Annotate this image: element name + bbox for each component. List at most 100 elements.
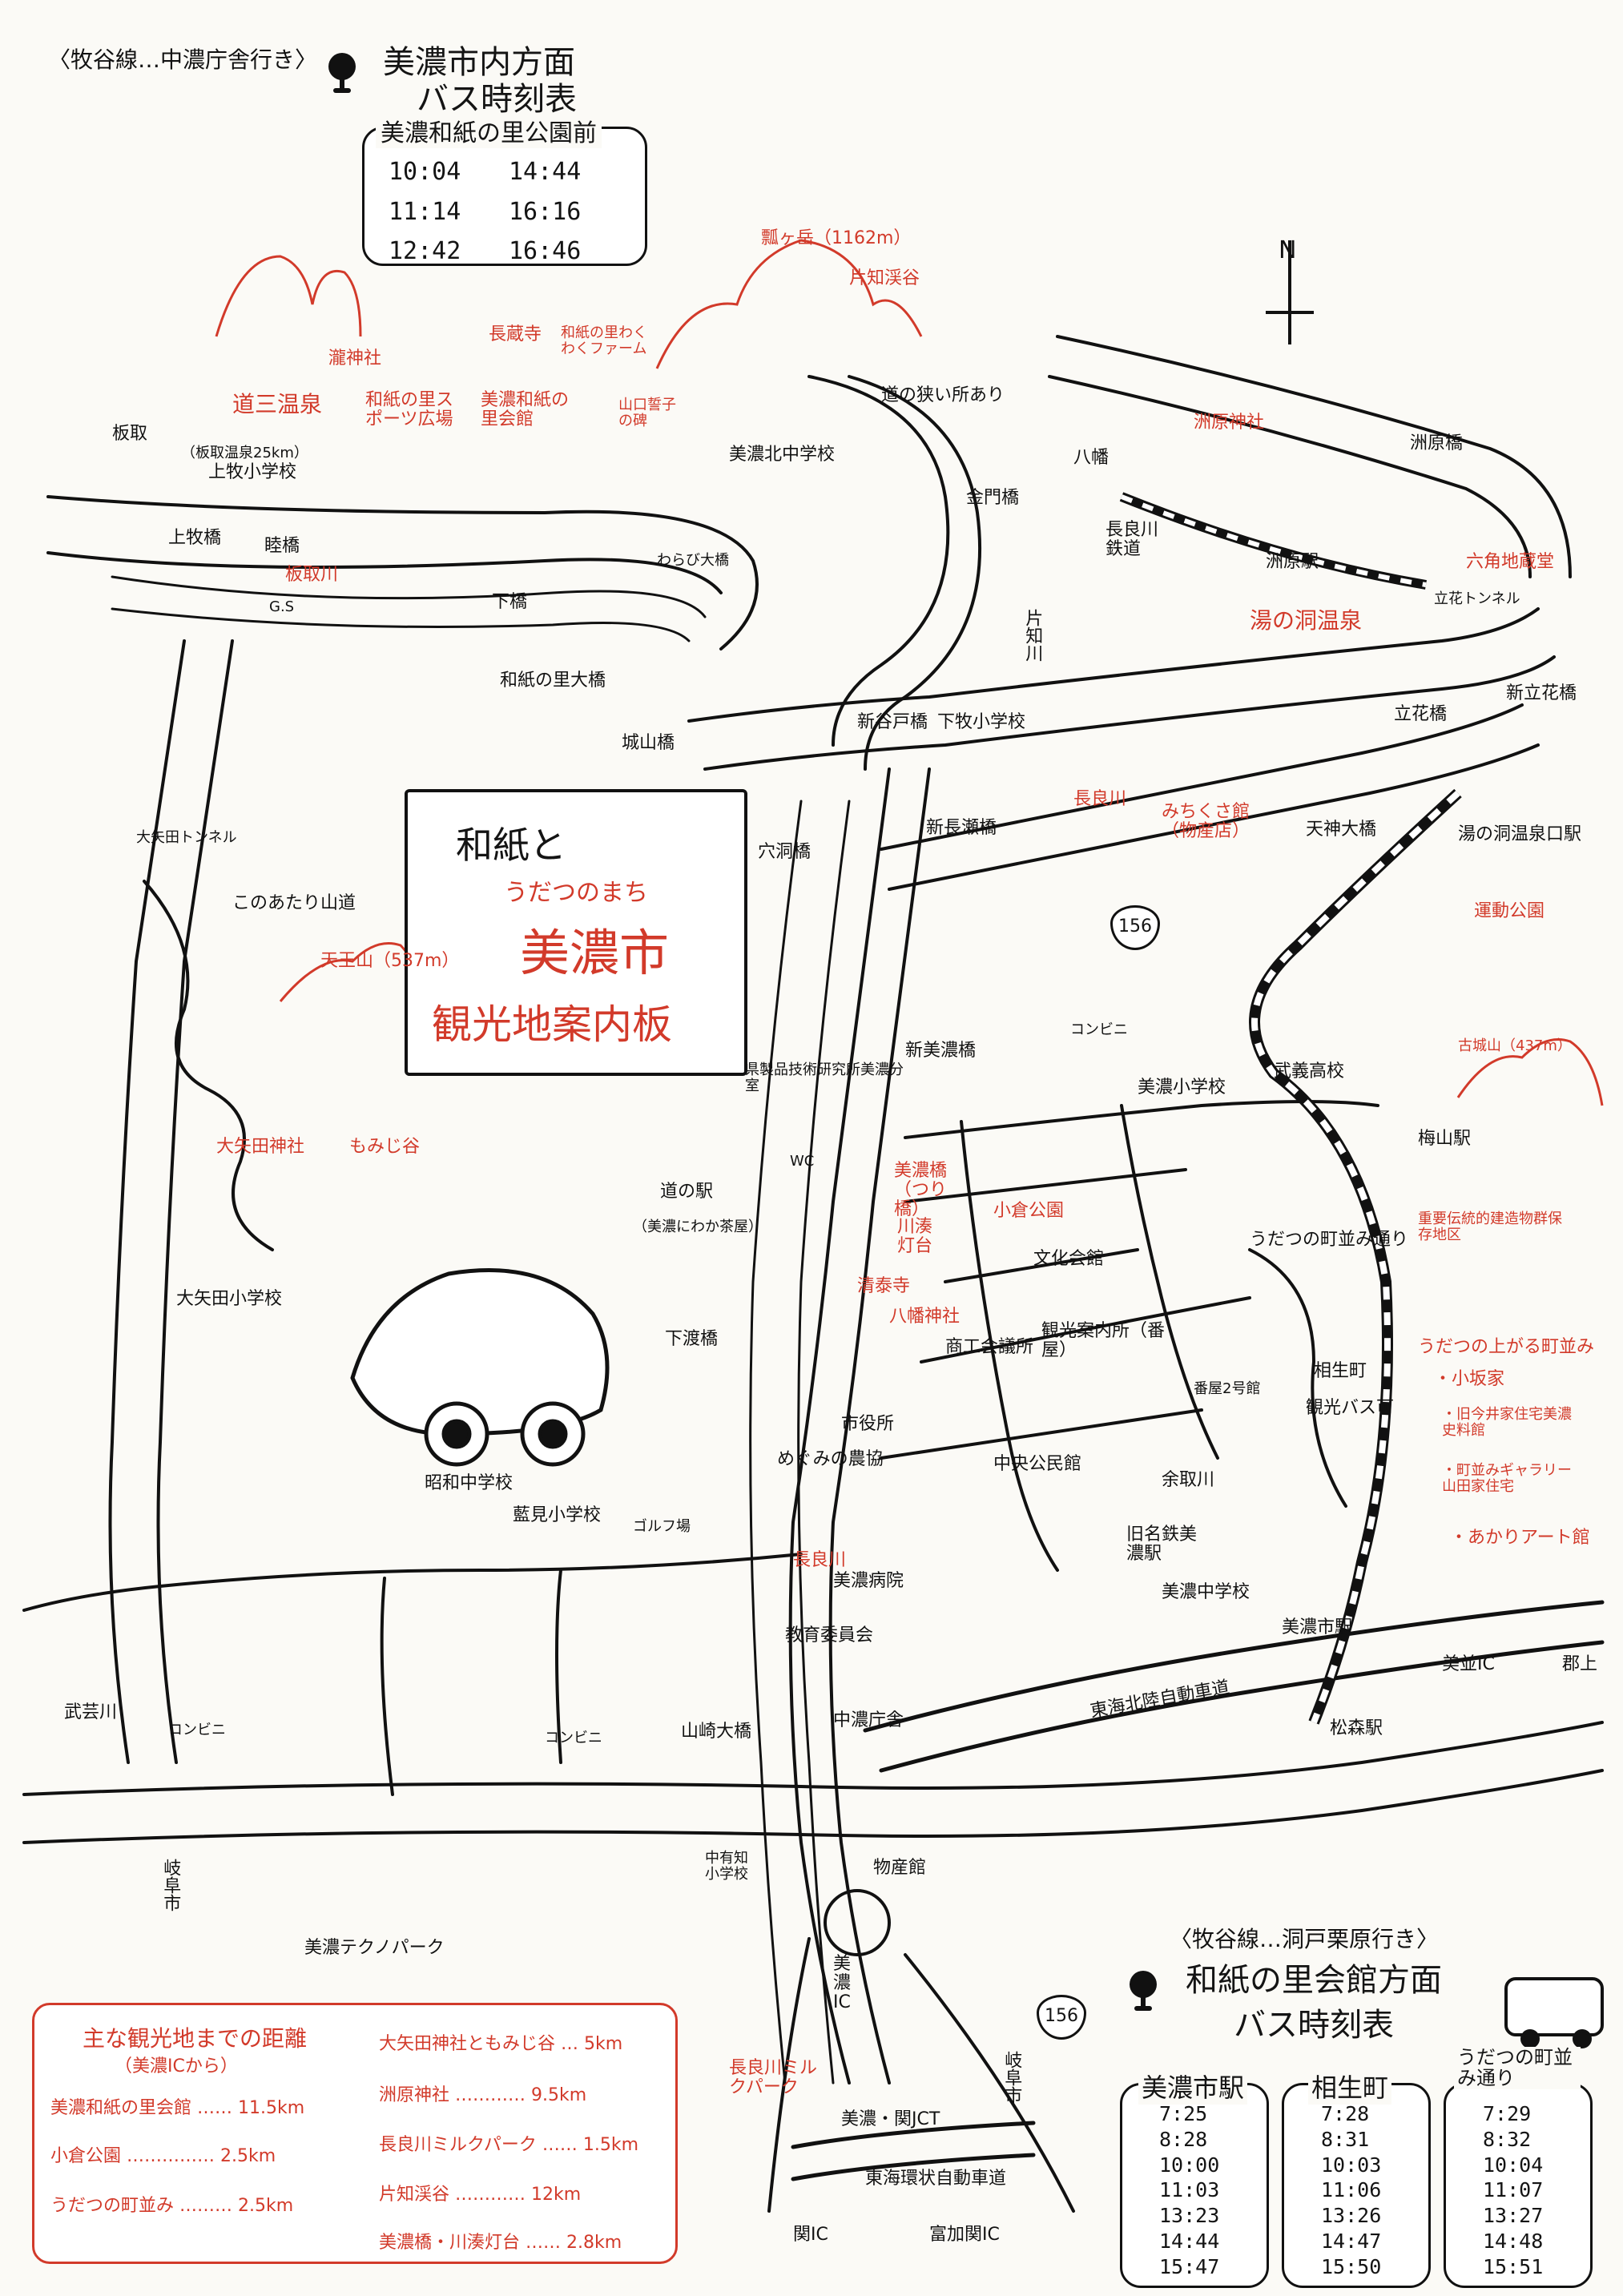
- label-shinmaki-bridge: 新谷戸橋: [857, 712, 928, 732]
- distance-item: 美濃和紙の里会館 …… 11.5km: [50, 2098, 305, 2118]
- label-oyada-tunnel: 大矢田トンネル: [136, 829, 237, 846]
- label-washi-bridge: 和紙の里大橋: [500, 671, 606, 691]
- label-tatehana-bridge: 立花橋: [1394, 704, 1448, 724]
- label-gujo: 郡上: [1562, 1654, 1598, 1674]
- time: 13:23: [1159, 2204, 1220, 2227]
- timetable-top-stop: 美濃和紙の里公園前: [376, 113, 602, 148]
- signboard-line4: 観光地案内板: [432, 1001, 672, 1048]
- label-shintatehana: 新立花橋: [1506, 683, 1577, 703]
- label-momiji: もみじ谷: [349, 1137, 421, 1157]
- label-mino-seki-jct: 美濃・関JCT: [841, 2109, 940, 2129]
- line-note-bottom: 〈牧谷線…洞戸栗原行き〉: [1170, 1926, 1440, 1952]
- label-wc: WC: [790, 1153, 815, 1170]
- label-itadori-onsen: （板取温泉25km）: [181, 445, 308, 461]
- mountain-furujo: [1456, 1038, 1604, 1106]
- bus-illustration: [1504, 1977, 1604, 2048]
- distance-item: うだつの町並み ……… 2.5km: [50, 2196, 294, 2216]
- mountain-taki: [215, 255, 362, 337]
- timetable-top-box: 美濃和紙の里公園前 10:04 14:44 11:14 16:16 12:42 …: [362, 113, 647, 269]
- time: 14:48: [1483, 2229, 1544, 2253]
- label-kyu-imai: ・旧今井家住宅美濃史料館: [1442, 1406, 1572, 1439]
- label-tenjin-bridge: 天神大橋: [1306, 820, 1377, 840]
- signboard-line3: 美濃市: [520, 924, 670, 982]
- timetable-times: 7:28 8:31 10:03 11:06 13:26 14:47 15:50: [1321, 2101, 1381, 2279]
- distance-item-name: 洲原神社: [379, 2085, 450, 2105]
- distance-item: 小倉公園 …………… 2.5km: [50, 2146, 276, 2166]
- distance-item-name: 長良川ミルクパーク: [379, 2135, 537, 2155]
- signboard-line2: うだつのまち: [504, 879, 648, 907]
- label-gs: G.S: [269, 598, 295, 615]
- road-west: [108, 639, 186, 1764]
- label-sports: 和紙の里スポーツ広場: [365, 390, 454, 430]
- road-hachiman: [1056, 335, 1572, 578]
- label-tatehana-tunnel: 立花トンネル: [1434, 590, 1520, 607]
- timetable-times: 7:25 8:28 10:00 11:03 13:23 14:44 15:47: [1159, 2101, 1219, 2279]
- timetable-stop-box: 美濃市駅 7:25 8:28 10:00 11:03 13:23 14:44 1…: [1120, 2068, 1269, 2288]
- time: 8:32: [1483, 2127, 1532, 2151]
- label-udatsu-dori: うだつの町並み通り: [1250, 1230, 1409, 1250]
- label-katachi-river: 片知川: [1022, 609, 1043, 662]
- label-kinmon-bridge: 金門橋: [966, 488, 1020, 508]
- label-gifu-shi-2: 岐阜市: [1001, 2051, 1022, 2104]
- time: 14:44: [1159, 2229, 1220, 2253]
- distance-item-value: 2.5km: [238, 2196, 294, 2216]
- time: 10:00: [1159, 2153, 1220, 2177]
- label-seki-ic: 関IC: [793, 2225, 828, 2245]
- label-shimowatari: 下渡橋: [665, 1329, 719, 1349]
- time: 13:26: [1321, 2204, 1382, 2227]
- distance-item-name: うだつの町並み: [50, 2196, 175, 2216]
- label-shiyakusho: 市役所: [841, 1414, 895, 1434]
- label-washi-farm: 和紙の里わくわくファーム: [561, 324, 647, 357]
- time: 10:04: [389, 158, 461, 186]
- line-note-top: 〈牧谷線…中濃庁舎行き〉: [48, 46, 318, 73]
- label-suhara-station: 洲原駅: [1266, 552, 1319, 572]
- distance-item-name: 大矢田神社ともみじ谷: [379, 2034, 556, 2054]
- label-paper-lab: 県製品技術研究所美濃分室: [745, 1061, 904, 1094]
- distance-item-value: 2.5km: [220, 2146, 276, 2166]
- time: 16:46: [509, 237, 582, 265]
- time: 14:44: [509, 158, 582, 186]
- label-umeyama: 梅山駅: [1418, 1129, 1472, 1149]
- compass-arrow: [1266, 240, 1314, 344]
- label-hachiman: 八幡: [1073, 448, 1110, 468]
- label-kanko-annai: 観光案内所（番屋）: [1041, 1321, 1166, 1361]
- label-itadori-river: 板取川: [285, 565, 339, 585]
- label-tomika-ic: 富加関IC: [929, 2225, 1000, 2245]
- label-kamimaki-school: 上牧小学校: [208, 462, 297, 482]
- route-156-east: [880, 703, 1524, 851]
- nagara-river: [687, 607, 1540, 723]
- distance-item-value: 12km: [531, 2185, 582, 2205]
- label-akari: ・あかりアート館: [1450, 1528, 1590, 1548]
- label-bussan: 物産館: [873, 1858, 927, 1878]
- distance-item-name: 美濃橋・川湊灯台: [379, 2233, 521, 2253]
- time: 11:06: [1321, 2178, 1382, 2202]
- label-mino-bridge: 美濃橋（つり橋）: [894, 1161, 948, 1220]
- label-ogura: 小倉公園: [993, 1201, 1065, 1221]
- label-mino-ic-east: 美並IC: [1442, 1654, 1495, 1674]
- label-choko-ji: 長蔵寺: [489, 324, 542, 344]
- label-michikusa: みちくさ館（物産店）: [1162, 802, 1250, 842]
- label-kamimaki-bridge: 上牧橋: [168, 528, 222, 548]
- label-yamamichi: このあたり山道: [232, 893, 356, 913]
- time: 11:03: [1159, 2178, 1220, 2202]
- label-kosakake: ・小坂家: [1434, 1369, 1505, 1389]
- time: 7:28: [1321, 2102, 1370, 2125]
- time: 13:27: [1483, 2204, 1544, 2227]
- label-kanko-bus: 観光バス可: [1306, 1398, 1395, 1418]
- label-kyoiku: 教育委員会: [785, 1625, 874, 1645]
- distance-item: 大矢田神社ともみじ谷 … 5km: [379, 2034, 623, 2054]
- distance-item: 洲原神社 ………… 9.5km: [379, 2085, 587, 2105]
- label-tokai-kanjo: 東海環状自動車道: [865, 2169, 1007, 2189]
- timetable-stop-name: うだつの町並み通り: [1454, 2047, 1581, 2089]
- distance-item-name: 小倉公園: [50, 2146, 122, 2166]
- label-yamazaki-bridge: 山崎大橋: [681, 1722, 752, 1742]
- route-156-marker: 156: [1110, 905, 1160, 950]
- label-joyama-bridge: 城山橋: [622, 733, 675, 753]
- label-bunka: 文化会館: [1033, 1249, 1105, 1269]
- timetable-top-times: 10:04 14:44 11:14 16:16 12:42 16:46: [389, 155, 629, 269]
- timetable-top-title-1: 美濃市内方面: [383, 44, 575, 81]
- label-mino-station: 美濃市駅: [1282, 1617, 1353, 1637]
- distance-item-value: 2.8km: [566, 2233, 622, 2253]
- time: 7:29: [1483, 2102, 1532, 2125]
- time: 15:51: [1483, 2254, 1544, 2278]
